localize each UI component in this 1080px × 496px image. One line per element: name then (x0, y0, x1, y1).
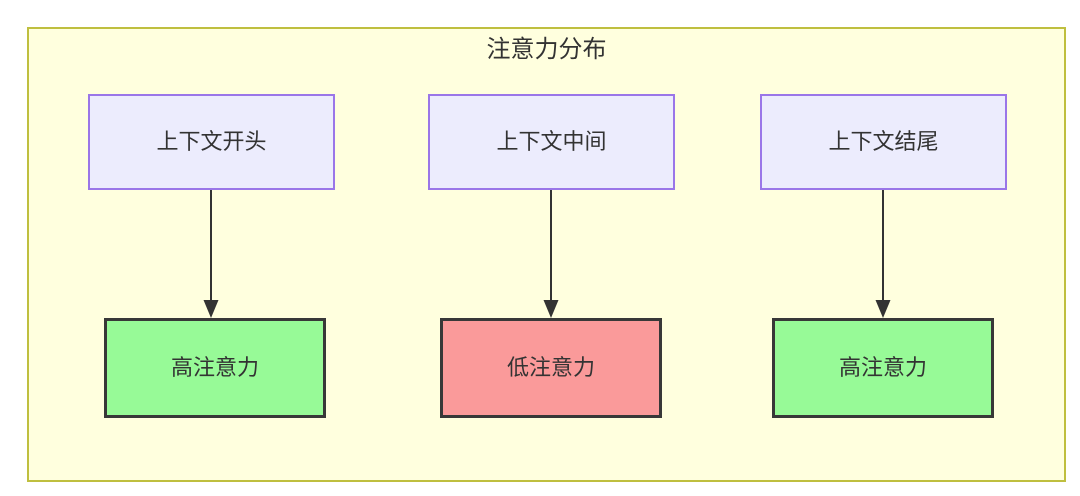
node-context-beginning[interactable]: 上下文开头 (88, 94, 335, 190)
node-context-middle[interactable]: 上下文中间 (428, 94, 675, 190)
node-low-attention-middle[interactable]: 低注意力 (440, 318, 662, 418)
node-label: 高注意力 (170, 355, 259, 380)
node-label: 上下文开头 (156, 129, 267, 154)
edge-beginning-to-high-attention (200, 190, 222, 320)
node-high-attention-end[interactable]: 高注意力 (772, 318, 994, 418)
cluster-title: 注意力分布 (486, 36, 607, 63)
node-context-end[interactable]: 上下文结尾 (760, 94, 1007, 190)
node-label: 低注意力 (506, 355, 595, 380)
node-label: 上下文结尾 (828, 129, 939, 154)
edge-end-to-high-attention (872, 190, 894, 320)
node-label: 高注意力 (838, 355, 927, 380)
edge-middle-to-low-attention (540, 190, 562, 320)
node-label: 上下文中间 (496, 129, 607, 154)
node-high-attention-beginning[interactable]: 高注意力 (104, 318, 326, 418)
